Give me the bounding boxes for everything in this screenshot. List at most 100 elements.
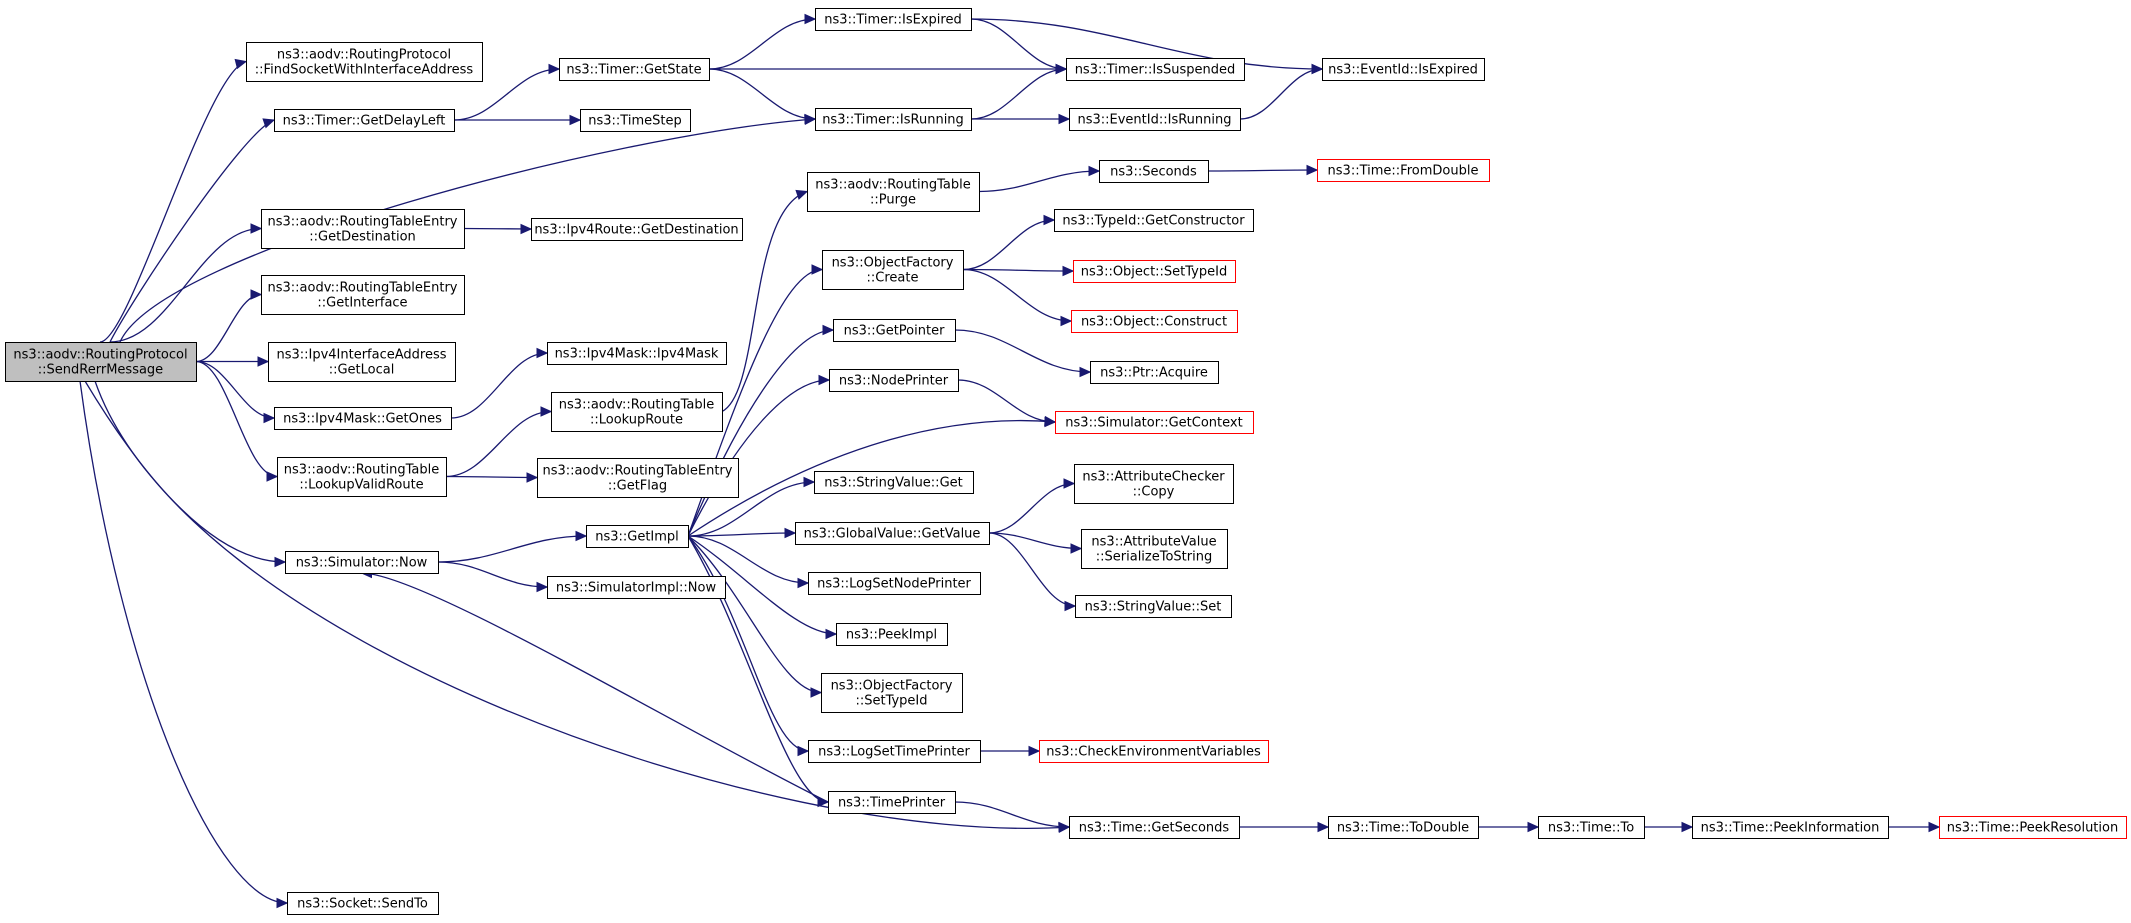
node-label: ns3::aodv::RoutingTable bbox=[815, 178, 970, 193]
node-getimpl[interactable]: ns3::GetImpl bbox=[586, 525, 689, 548]
edge-getimpl-to-nodeprinter-arrowhead bbox=[818, 374, 831, 386]
node-purge[interactable]: ns3::aodv::RoutingTable::Purge bbox=[807, 172, 980, 212]
node-root[interactable]: ns3::aodv::RoutingProtocol::SendRerrMess… bbox=[5, 342, 197, 382]
edge-getimpl-to-getpointer-arrowhead bbox=[822, 324, 835, 336]
node-nodeprinter[interactable]: ns3::NodePrinter bbox=[829, 369, 959, 392]
edge-root-to-sendto bbox=[79, 380, 288, 904]
node-box bbox=[277, 457, 447, 497]
node-box bbox=[795, 522, 990, 545]
node-label: ns3::EventId::IsRunning bbox=[1077, 113, 1231, 128]
node-box bbox=[1075, 595, 1232, 618]
edge-getimpl-to-logsettime bbox=[687, 535, 809, 752]
edge-getseconds-to-todouble-arrowhead bbox=[1317, 821, 1330, 833]
node-box bbox=[808, 740, 981, 763]
node-gv-getvalue[interactable]: ns3::GlobalValue::GetValue bbox=[795, 522, 990, 545]
node-ptr-acquire[interactable]: ns3::Ptr::Acquire bbox=[1090, 361, 1219, 384]
edge-mask_getones-to-mask_ctor bbox=[450, 352, 548, 419]
node-lookupvalid[interactable]: ns3::aodv::RoutingTable::LookupValidRout… bbox=[277, 457, 447, 497]
node-label: ::SerializeToString bbox=[1096, 550, 1212, 565]
node-getpointer[interactable]: ns3::GetPointer bbox=[833, 319, 956, 342]
node-sv-set[interactable]: ns3::StringValue::Set bbox=[1075, 595, 1232, 618]
node-box bbox=[1692, 816, 1889, 839]
node-peekinfo[interactable]: ns3::Time::PeekInformation bbox=[1692, 816, 1889, 839]
node-timeprinter[interactable]: ns3::TimePrinter bbox=[828, 791, 956, 814]
node-ac-copy[interactable]: ns3::AttributeChecker::Copy bbox=[1074, 464, 1234, 504]
edge-getdelayleft-to-timestep-arrowhead bbox=[569, 114, 582, 126]
edge-getimpl-to-gv_getvalue-arrowhead bbox=[784, 527, 797, 539]
node-box bbox=[261, 209, 465, 249]
node-rte-getdest[interactable]: ns3::aodv::RoutingTableEntry::GetDestina… bbox=[261, 209, 465, 249]
node-simimpl-now[interactable]: ns3::SimulatorImpl::Now bbox=[547, 576, 726, 599]
node-box bbox=[1090, 361, 1219, 384]
node-getseconds[interactable]: ns3::Time::GetSeconds bbox=[1069, 816, 1240, 839]
node-timestep[interactable]: ns3::TimeStep bbox=[580, 109, 691, 132]
node-time-to[interactable]: ns3::Time::To bbox=[1538, 816, 1645, 839]
node-getconstructor[interactable]: ns3::TypeId::GetConstructor bbox=[1054, 209, 1254, 232]
node-box bbox=[268, 342, 456, 382]
edge-gv_getvalue-to-ac_copy-arrowhead bbox=[1063, 478, 1076, 489]
edge-of_create-to-obj_construct bbox=[962, 268, 1072, 322]
node-getstate[interactable]: ns3::Timer::GetState bbox=[559, 58, 710, 81]
node-obj-settypeid[interactable]: ns3::Object::SetTypeId bbox=[1073, 260, 1236, 283]
node-getcontext[interactable]: ns3::Simulator::GetContext bbox=[1055, 411, 1254, 434]
node-rte-getif[interactable]: ns3::aodv::RoutingTableEntry::GetInterfa… bbox=[261, 275, 465, 315]
edge-getdelayleft-to-getstate-arrowhead bbox=[548, 63, 561, 75]
node-box bbox=[1055, 411, 1254, 434]
node-box bbox=[261, 275, 465, 315]
edge-root-to-getseconds bbox=[94, 380, 1070, 829]
node-label: ns3::GlobalValue::GetValue bbox=[804, 527, 981, 542]
edge-getpointer-to-ptr_acquire bbox=[954, 329, 1091, 373]
node-route-getdest[interactable]: ns3::Ipv4Route::GetDestination bbox=[531, 218, 743, 241]
node-box bbox=[1322, 58, 1485, 81]
edge-root-to-rte_getdest-arrowhead bbox=[250, 223, 263, 234]
node-fromdouble[interactable]: ns3::Time::FromDouble bbox=[1317, 159, 1490, 182]
node-box bbox=[1939, 816, 2127, 839]
node-ipv4if-getlocal[interactable]: ns3::Ipv4InterfaceAddress::GetLocal bbox=[268, 342, 456, 382]
node-label: ns3::Timer::GetState bbox=[566, 63, 701, 78]
node-av-serialize[interactable]: ns3::AttributeValue::SerializeToString bbox=[1081, 529, 1228, 569]
node-todouble[interactable]: ns3::Time::ToDouble bbox=[1328, 816, 1479, 839]
node-getflag[interactable]: ns3::aodv::RoutingTableEntry::GetFlag bbox=[537, 458, 739, 498]
node-logsettime[interactable]: ns3::LogSetTimePrinter bbox=[808, 740, 981, 763]
node-logsetnode[interactable]: ns3::LogSetNodePrinter bbox=[808, 572, 981, 595]
edge-timeprinter-to-sim_now bbox=[361, 572, 829, 803]
node-ev-isexpired[interactable]: ns3::EventId::IsExpired bbox=[1322, 58, 1485, 81]
node-box bbox=[537, 458, 739, 498]
node-ev-isrunning[interactable]: ns3::EventId::IsRunning bbox=[1069, 108, 1241, 131]
node-box bbox=[1069, 108, 1241, 131]
node-label: ns3::Timer::IsExpired bbox=[824, 13, 961, 28]
edge-getstate-to-isrunning-arrowhead bbox=[804, 113, 817, 125]
node-label: ::SendRerrMessage bbox=[38, 363, 163, 378]
node-isexpired[interactable]: ns3::Timer::IsExpired bbox=[815, 8, 972, 31]
node-of-create[interactable]: ns3::ObjectFactory::Create bbox=[822, 250, 964, 290]
node-label: ns3::aodv::RoutingTable bbox=[559, 398, 714, 413]
node-getdelayleft[interactable]: ns3::Timer::GetDelayLeft bbox=[274, 109, 455, 132]
node-of-settypeid[interactable]: ns3::ObjectFactory::SetTypeId bbox=[821, 673, 963, 713]
edge-todouble-to-time_to-arrowhead bbox=[1527, 821, 1540, 833]
edge-of_create-to-obj_settypeid-arrowhead bbox=[1062, 265, 1075, 277]
node-isrunning[interactable]: ns3::Timer::IsRunning bbox=[815, 108, 972, 131]
node-box bbox=[559, 58, 710, 81]
node-obj-construct[interactable]: ns3::Object::Construct bbox=[1071, 310, 1238, 333]
edge-ev_isrunning-to-ev_isexpired-arrowhead bbox=[1311, 63, 1324, 75]
node-peekres[interactable]: ns3::Time::PeekResolution bbox=[1939, 816, 2127, 839]
node-sendto[interactable]: ns3::Socket::SendTo bbox=[287, 892, 439, 915]
edge-root-to-getdelayleft bbox=[109, 119, 275, 343]
node-sim-now[interactable]: ns3::Simulator::Now bbox=[285, 551, 439, 574]
edge-gv_getvalue-to-ac_copy bbox=[988, 482, 1075, 534]
node-label: ns3::Time::GetSeconds bbox=[1079, 821, 1230, 836]
node-box bbox=[807, 172, 980, 212]
node-findsock[interactable]: ns3::aodv::RoutingProtocol::FindSocketWi… bbox=[246, 42, 483, 82]
edge-root-to-getdelayleft-arrowhead bbox=[262, 118, 276, 129]
node-lookuproute[interactable]: ns3::aodv::RoutingTable::LookupRoute bbox=[551, 392, 723, 432]
node-mask-getones[interactable]: ns3::Ipv4Mask::GetOnes bbox=[274, 407, 452, 430]
node-mask-ctor[interactable]: ns3::Ipv4Mask::Ipv4Mask bbox=[547, 342, 727, 365]
node-peekimpl[interactable]: ns3::PeekImpl bbox=[836, 623, 948, 646]
node-checkenv[interactable]: ns3::CheckEnvironmentVariables bbox=[1039, 740, 1269, 763]
edge-getimpl-to-peekimpl-arrowhead bbox=[825, 628, 838, 640]
node-label: ns3::Timer::IsRunning bbox=[822, 113, 964, 128]
node-issuspended[interactable]: ns3::Timer::IsSuspended bbox=[1066, 58, 1245, 81]
node-box bbox=[833, 319, 956, 342]
node-seconds[interactable]: ns3::Seconds bbox=[1099, 160, 1209, 183]
node-sv-get[interactable]: ns3::StringValue::Get bbox=[814, 471, 974, 494]
